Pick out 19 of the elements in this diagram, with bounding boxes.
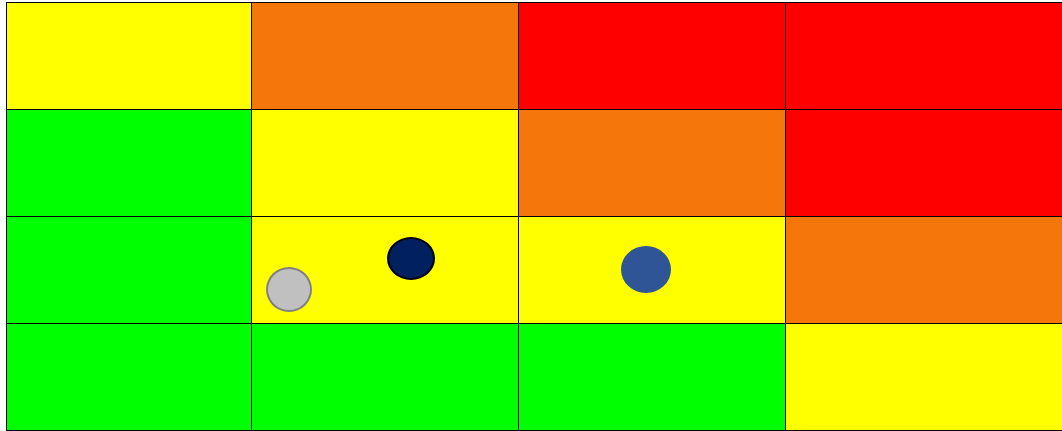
risk-cell [251,216,519,324]
risk-cell [6,323,252,431]
risk-cell [518,216,786,324]
marker-dot [621,246,671,293]
risk-cell [6,216,252,324]
risk-cell [6,2,252,110]
risk-cell [518,2,786,110]
risk-cell [518,323,786,431]
marker-dot [266,267,312,312]
risk-cell [785,323,1062,431]
risk-cell [785,216,1062,324]
risk-cell [518,109,786,217]
risk-cell [785,2,1062,110]
risk-cell [785,109,1062,217]
risk-cell [6,109,252,217]
risk-cell [251,109,519,217]
risk-cell [251,323,519,431]
risk-cell [251,2,519,110]
marker-dot [387,237,435,280]
